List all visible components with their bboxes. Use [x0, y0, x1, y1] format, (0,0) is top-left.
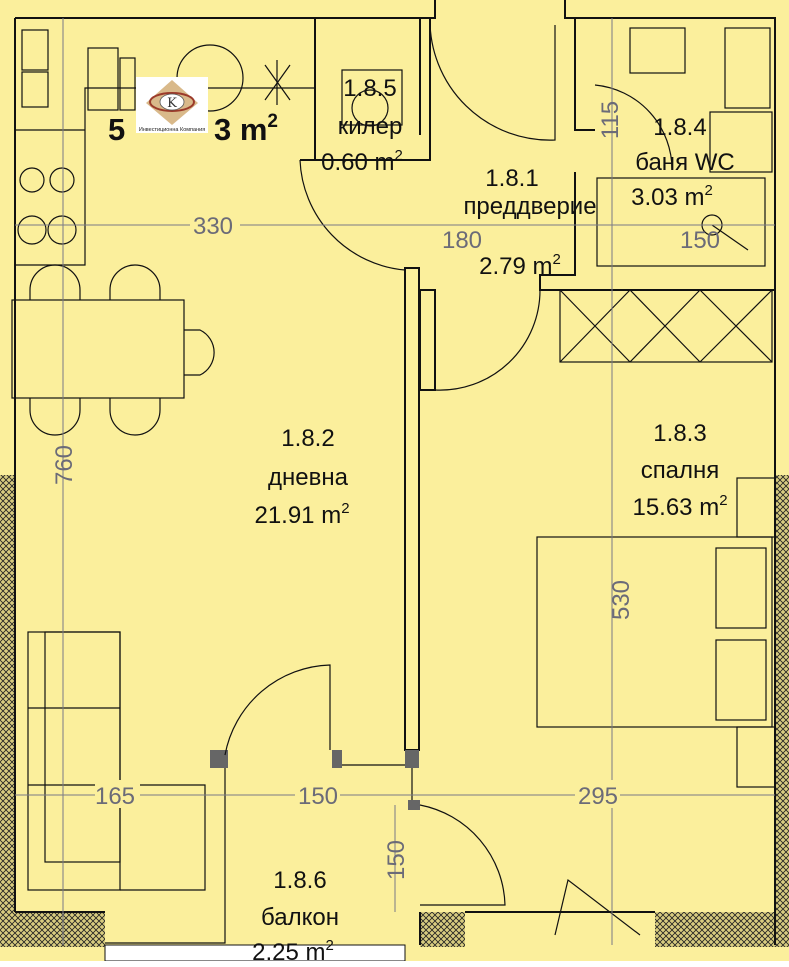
- logo-caption: Инвестиционна Компания: [139, 127, 205, 133]
- room-labels: 1.8.5 килер 0.60 m2 1.8.4 баня WC 3.03 m…: [252, 75, 735, 966]
- dim-bottom-165: 165: [95, 783, 135, 810]
- room-1-8-5-area: 0.60 m2: [321, 147, 403, 176]
- dim-left-760: 760: [51, 445, 78, 485]
- room-1-8-6-id: 1.8.6: [273, 867, 326, 894]
- room-1-8-2-name: дневна: [268, 464, 349, 491]
- room-1-8-1-name: преддверие: [463, 193, 596, 220]
- total-area-end: 3 m2: [214, 111, 278, 147]
- doors: [224, 17, 673, 936]
- dim-right-530: 530: [608, 580, 635, 620]
- room-1-8-6-area: 2.25 m2: [252, 937, 334, 966]
- dim-top-180: 180: [442, 227, 482, 254]
- company-logo: K Инвестиционна Компания: [136, 77, 208, 133]
- room-1-8-1-area: 2.79 m2: [479, 251, 561, 280]
- room-1-8-3-id: 1.8.3: [653, 420, 706, 447]
- dim-bottom-295: 295: [578, 783, 618, 810]
- dim-top-150: 150: [680, 227, 720, 254]
- wardrobe: [559, 289, 773, 363]
- room-1-8-6-name: балкон: [261, 904, 339, 931]
- room-1-8-1-id: 1.8.1: [485, 165, 538, 192]
- dining-table: [11, 264, 215, 436]
- room-1-8-4-area: 3.03 m2: [631, 182, 713, 211]
- logo-letter: K: [167, 96, 177, 111]
- room-1-8-3-name: спалня: [641, 457, 720, 484]
- dimension-labels: 330 180 150 165 150 295 760 115 530 150: [51, 101, 720, 880]
- sofa: [27, 631, 206, 891]
- bed: [536, 477, 776, 788]
- exterior-walls: [0, 475, 789, 967]
- room-1-8-5-id: 1.8.5: [343, 75, 396, 102]
- bathroom-fixtures: [341, 27, 773, 267]
- room-1-8-2-area: 21.91 m2: [254, 500, 349, 529]
- total-area: 5 3 m2: [108, 111, 278, 147]
- dim-balcony-150: 150: [383, 840, 410, 880]
- dim-bottom-150: 150: [298, 783, 338, 810]
- dim-top-330: 330: [193, 213, 233, 240]
- total-area-start: 5: [108, 112, 125, 147]
- room-1-8-5-name: килер: [338, 113, 403, 140]
- room-1-8-4-name: баня WC: [635, 149, 734, 176]
- room-1-8-4-id: 1.8.4: [653, 114, 706, 141]
- room-1-8-3-area: 15.63 m2: [632, 492, 727, 521]
- kitchen-furniture: [15, 29, 315, 266]
- dim-right-115: 115: [597, 101, 624, 139]
- room-1-8-2-id: 1.8.2: [281, 425, 334, 452]
